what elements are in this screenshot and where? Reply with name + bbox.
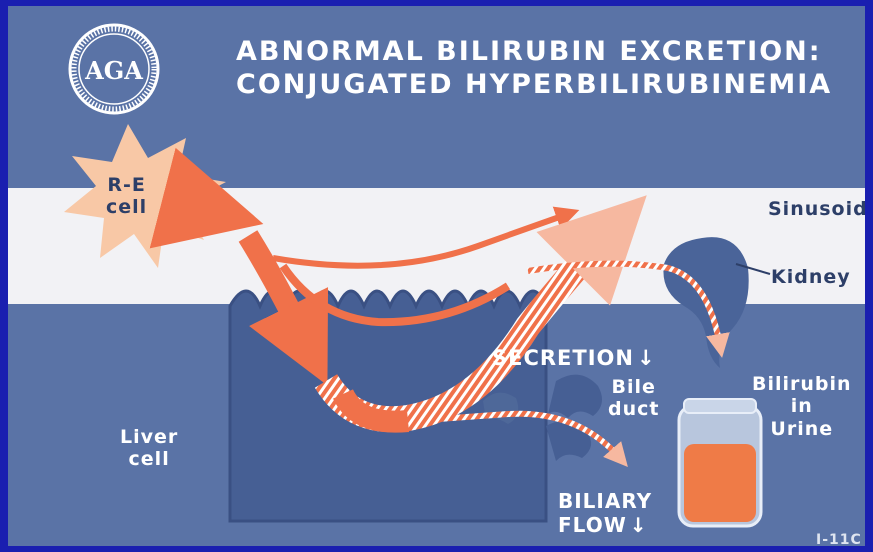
biliary-flow-line2: FLOW xyxy=(558,513,627,537)
bilirubin-in-urine-label: Bilirubin in Urine xyxy=(752,373,852,440)
down-arrow-icon: ↓ xyxy=(630,513,648,537)
secretion-label-text: SECRETION xyxy=(492,346,634,370)
biliary-flow-label: BILIARY FLOW↓ xyxy=(558,490,652,537)
slide-title: ABNORMAL BILIRUBIN EXCRETION: CONJUGATED… xyxy=(236,36,832,102)
bilirubin-urine-line1: Bilirubin xyxy=(752,373,852,395)
bile-duct-label-line2: duct xyxy=(608,398,659,420)
title-line-1: ABNORMAL BILIRUBIN EXCRETION: xyxy=(236,36,832,69)
secretion-label: SECRETION↓ xyxy=(492,346,656,371)
kidney-label: Kidney xyxy=(771,266,851,288)
bile-duct-label-line1: Bile xyxy=(608,376,659,398)
re-cell-label: R-E cell xyxy=(106,174,147,219)
sinusoid-label: Sinusoid xyxy=(768,198,865,220)
bilirubin-urine-line2: in xyxy=(752,395,852,417)
liver-cell-label-line1: Liver xyxy=(120,426,178,448)
bilirubin-urine-line3: Urine xyxy=(752,418,852,440)
re-cell-label-line2: cell xyxy=(106,196,147,218)
kidney-shape xyxy=(663,237,770,368)
re-cell-label-line1: R-E xyxy=(106,174,147,196)
biliary-flow-line1: BILIARY xyxy=(558,490,652,514)
liver-cell-label: Liver cell xyxy=(120,426,178,471)
down-arrow-icon: ↓ xyxy=(637,346,656,370)
urine-jar xyxy=(679,399,761,526)
title-line-2: CONJUGATED HYPERBILIRUBINEMIA xyxy=(236,69,832,102)
aga-logo: AGA xyxy=(70,25,158,113)
slide-code: I-11C xyxy=(816,532,862,546)
liver-cell-label-line2: cell xyxy=(120,448,178,470)
bile-duct-label: Bile duct xyxy=(608,376,659,421)
svg-text:AGA: AGA xyxy=(84,56,143,85)
diagram-slide: AGA xyxy=(8,6,865,546)
